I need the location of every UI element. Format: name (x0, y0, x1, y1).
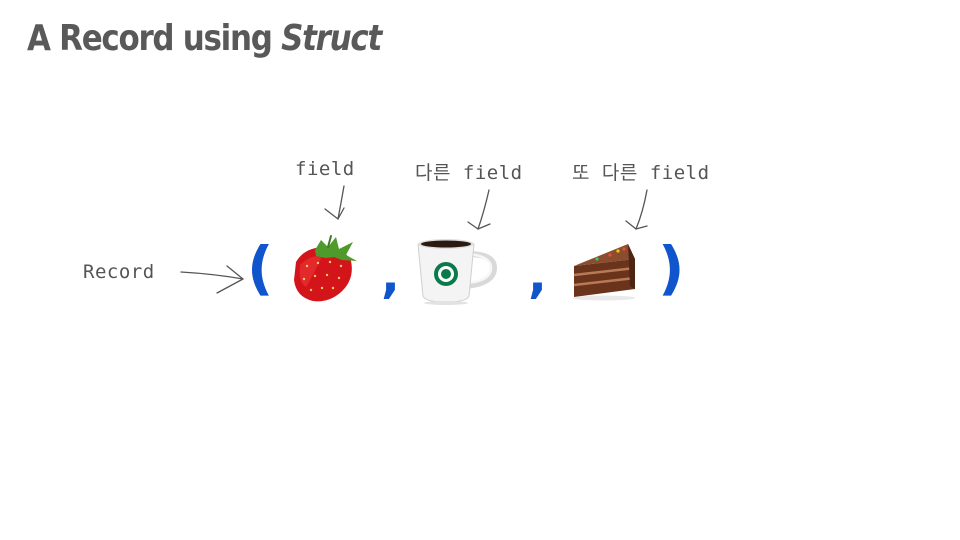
field-arrow-1 (324, 185, 345, 220)
title-emphasis: Struct (281, 18, 382, 59)
field-arrow-2 (467, 189, 491, 230)
open-paren: ( (247, 234, 274, 302)
title-prefix: A Record using (27, 18, 282, 59)
record-label: Record (83, 261, 155, 283)
close-paren: ) (658, 234, 685, 302)
comma-separator: , (381, 246, 400, 304)
record-arrow (180, 265, 244, 294)
field-label-2: 다른 field (415, 162, 523, 184)
field-label-3: 또 다른 field (572, 162, 710, 184)
field-label-1: field (295, 158, 355, 180)
comma-separator: , (528, 246, 547, 304)
slide-title: A Record using Struct (27, 18, 382, 59)
field-arrow-3 (625, 189, 648, 230)
